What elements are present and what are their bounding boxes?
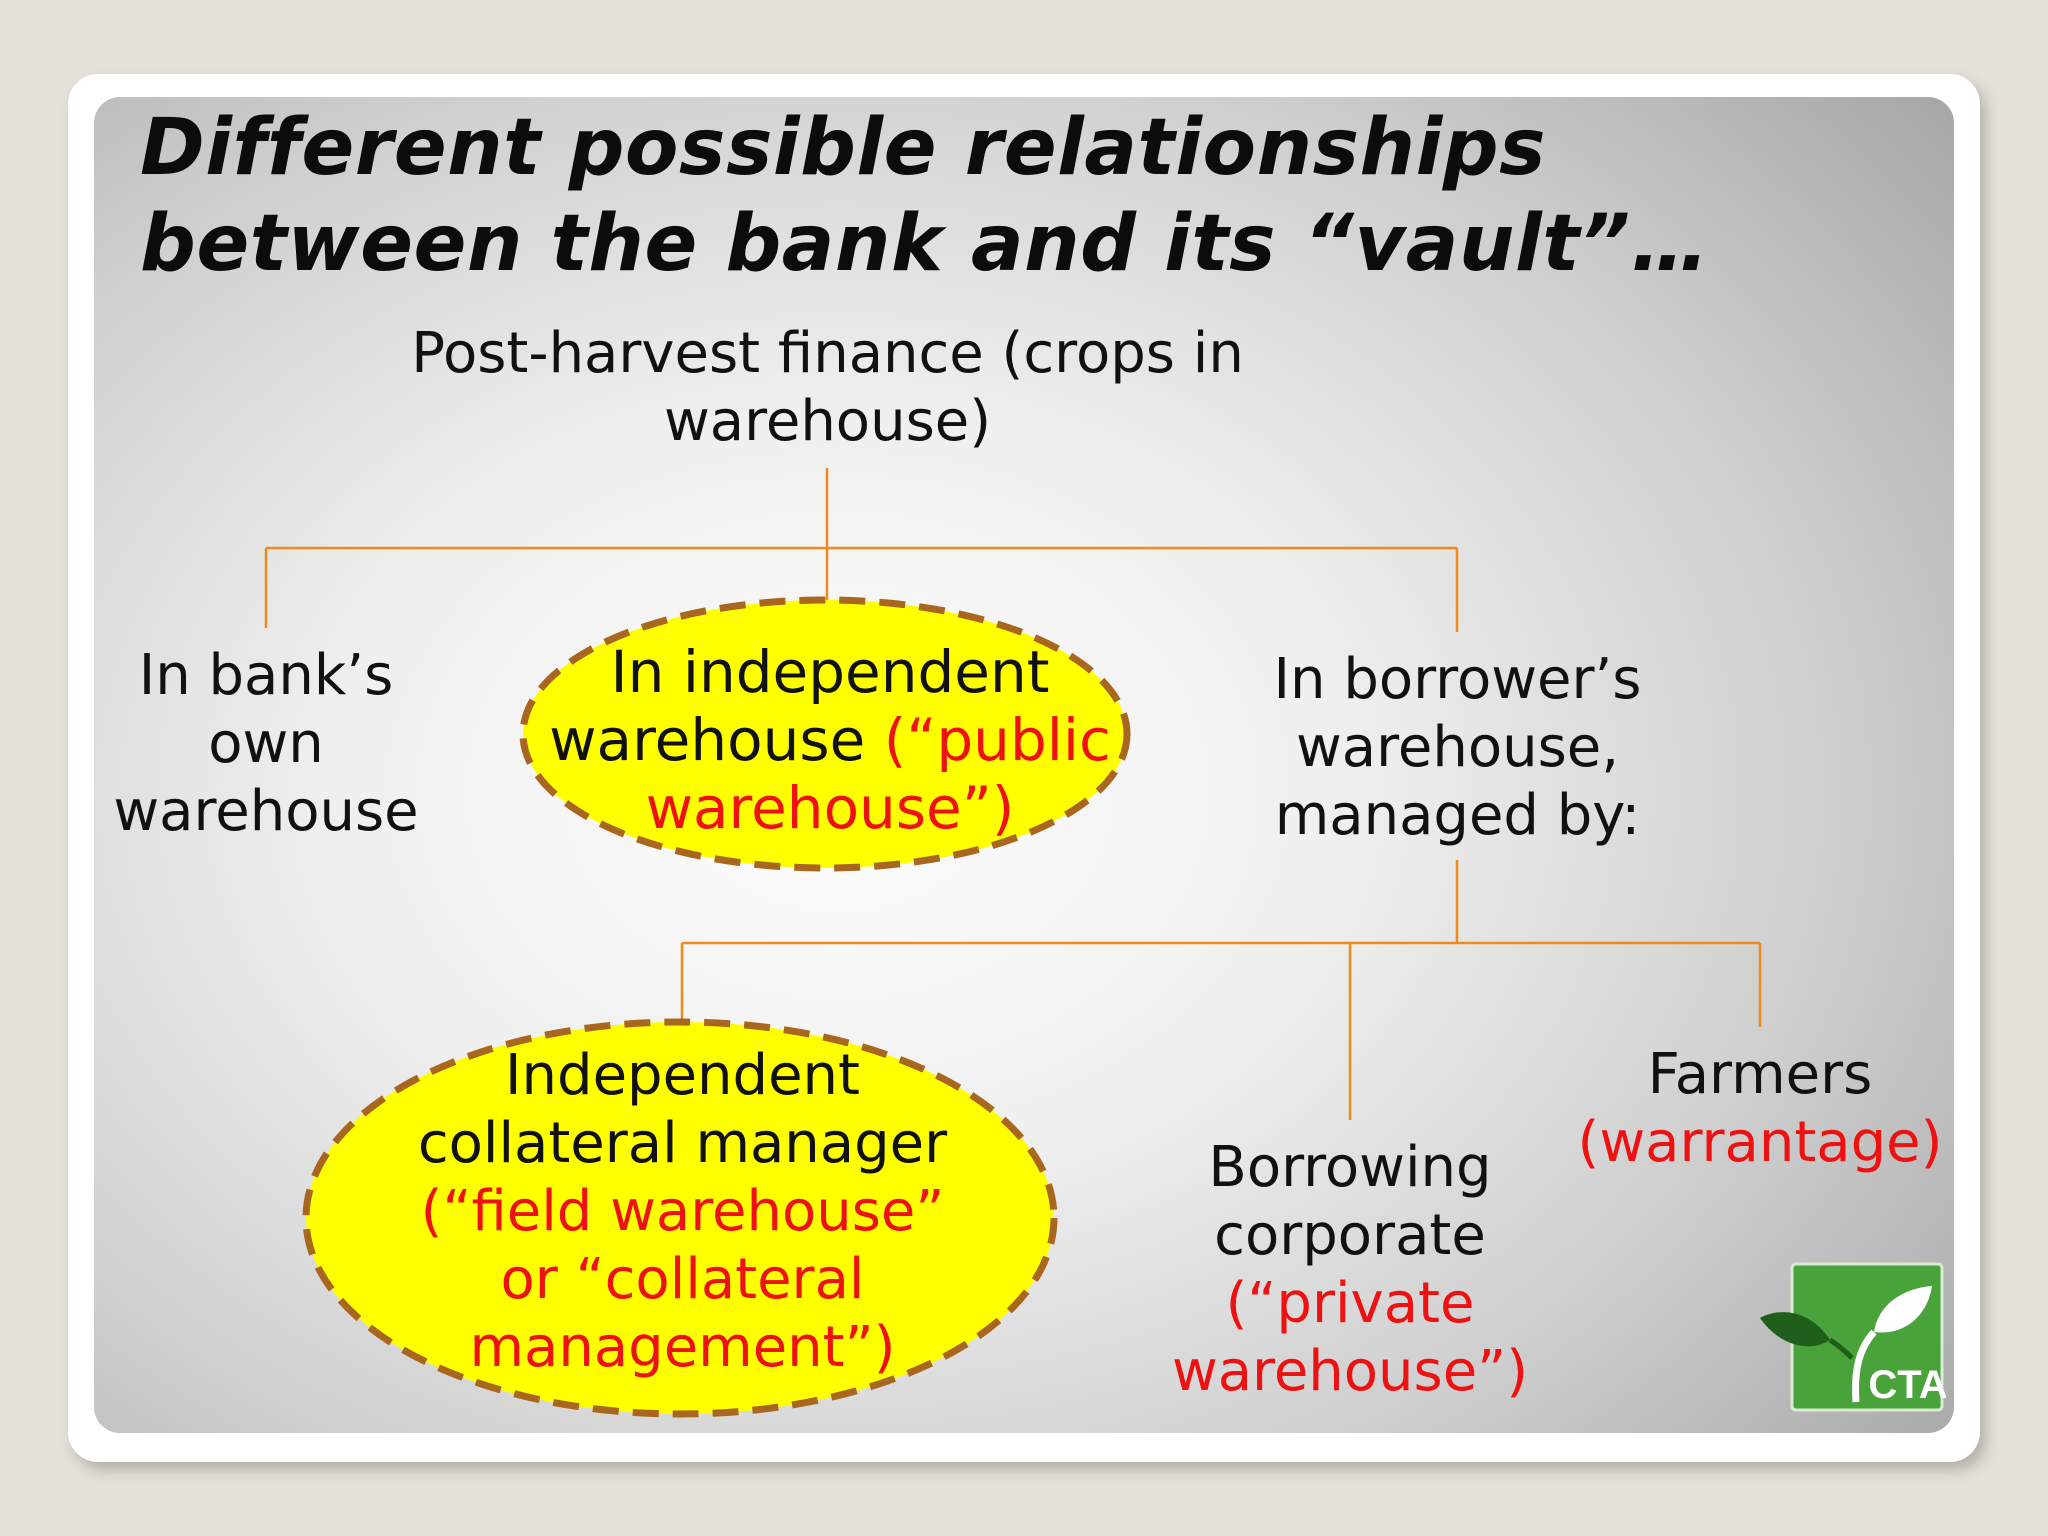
node-independent-line-2-black: warehouse	[549, 706, 884, 774]
cta-logo-leaf-left	[1760, 1312, 1830, 1347]
node-borrowing-line-2: corporate	[1214, 1203, 1486, 1268]
slide-title-line-2: between the bank and its “vault”…	[140, 199, 1710, 289]
node-bank-own-warehouse: In bank’s own warehouse	[90, 642, 442, 846]
cta-logo-leaf-left-stem	[1828, 1337, 1854, 1360]
highlight-ellipse-independent	[519, 596, 1131, 872]
node-independent-line-2: warehouse (“public	[520, 706, 1140, 774]
node-post-harvest-line-1: Post-harvest finance (crops in	[411, 321, 1244, 386]
cta-logo-text: CTA	[1868, 1363, 1946, 1407]
node-borrowing-line-3: (“private	[1225, 1271, 1475, 1336]
cta-logo-leaf-right	[1874, 1286, 1932, 1333]
node-farmers: Farmers (warrantage)	[1560, 1041, 1960, 1177]
slide-title-line-1: Different possible relationships	[140, 103, 1547, 193]
node-farmers-line-2: (warrantage)	[1577, 1110, 1943, 1175]
node-borrower-line-1: In borrower’s	[1273, 647, 1642, 712]
cta-logo-stem	[1852, 1329, 1877, 1403]
cta-logo: CTA	[1760, 1262, 1946, 1412]
node-bank-own-line-1: In bank’s	[138, 643, 394, 708]
node-post-harvest-line-2: warehouse)	[663, 389, 992, 454]
node-independent-line-1: In independent	[610, 638, 1050, 706]
node-collateral-line-3: (“field warehouse”	[420, 1179, 945, 1244]
node-post-harvest-finance: Post-harvest finance (crops in warehouse…	[380, 320, 1275, 456]
node-borrowing-line-4: warehouse”)	[1171, 1339, 1529, 1404]
highlight-ellipse-collateral-manager	[302, 1018, 1058, 1418]
node-collateral-manager: Independent collateral manager (“field w…	[380, 1042, 985, 1382]
node-borrower-line-3: managed by:	[1274, 783, 1641, 848]
node-borrowing-line-1: Borrowing	[1208, 1135, 1492, 1200]
node-borrower-warehouse: In borrower’s warehouse, managed by:	[1215, 646, 1700, 850]
node-collateral-line-2: collateral manager	[417, 1111, 948, 1176]
node-collateral-line-5: management”)	[469, 1315, 896, 1380]
node-borrower-line-2: warehouse,	[1295, 715, 1620, 780]
node-independent-line-2-red: (“public	[883, 706, 1111, 774]
node-borrowing-corporate: Borrowing corporate (“private warehouse”…	[1145, 1134, 1555, 1406]
connector-lines	[264, 468, 1762, 1120]
node-farmers-line-1: Farmers	[1647, 1042, 1873, 1107]
node-collateral-line-1: Independent	[505, 1043, 860, 1108]
node-bank-own-line-2: own	[208, 711, 324, 776]
node-bank-own-line-3: warehouse	[113, 779, 419, 844]
slide-title: Different possible relationships between…	[140, 100, 1709, 292]
node-independent-warehouse: In independent warehouse (“public wareho…	[520, 638, 1140, 842]
node-collateral-line-4: or “collateral	[500, 1247, 865, 1312]
node-independent-line-3: warehouse”)	[645, 774, 1015, 842]
